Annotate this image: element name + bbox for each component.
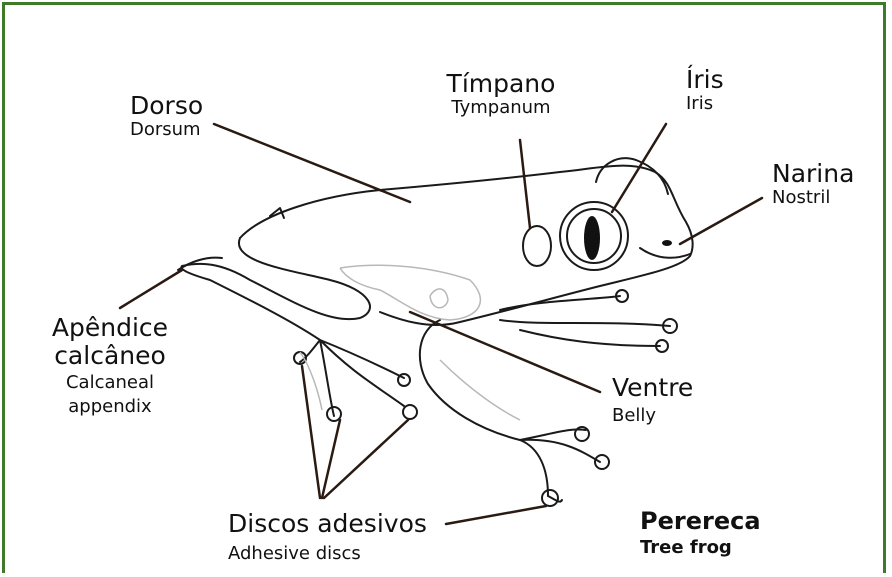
frog-nostril [662, 240, 672, 246]
leader-narina [680, 198, 762, 244]
label-narina-pt: Narina [772, 160, 854, 188]
leader-apendice [120, 270, 182, 308]
label-apendice-pt2: calcâneo [30, 342, 190, 370]
label-iris: Íris Iris [686, 66, 724, 113]
frog-front-arm [420, 320, 548, 496]
label-dorso-pt: Dorso [130, 92, 203, 120]
label-discos-pt: Discos adesivos [228, 510, 427, 538]
title-pt: Perereca [640, 508, 761, 534]
leader-dorso [214, 124, 410, 202]
label-iris-en: Iris [686, 94, 724, 114]
label-timpano-en: Tympanum [436, 98, 566, 118]
leader-ventre [410, 312, 600, 392]
frog-pupil [584, 216, 600, 260]
label-apendice-en2: appendix [30, 397, 190, 417]
label-ventre-en: Belly [612, 406, 693, 426]
label-apendice-en1: Calcaneal [30, 373, 190, 393]
label-ventre-pt: Ventre [612, 374, 693, 402]
frog-eye-bulge [596, 158, 668, 194]
frog-mouth [640, 248, 690, 258]
frog-other-hand [500, 296, 670, 346]
label-timpano: Tímpano Tympanum [436, 70, 566, 117]
label-apendice-pt1: Apêndice [30, 314, 190, 342]
label-dorso: Dorso Dorsum [130, 92, 203, 139]
leader-timpano [520, 140, 530, 228]
frog-front-foot [520, 429, 600, 501]
title-en: Tree frog [640, 538, 761, 558]
frog-hind-foot [300, 340, 404, 416]
frog-tympanum [523, 226, 551, 266]
label-apendice: Apêndice calcâneo Calcaneal appendix [30, 314, 190, 417]
diagram-title: Perereca Tree frog [640, 508, 761, 558]
label-ventre: Ventre Belly [612, 374, 693, 425]
label-discos: Discos adesivos Adhesive discs [228, 510, 427, 563]
leader-disco-4 [446, 506, 546, 524]
leader-iris [612, 124, 666, 212]
label-narina-en: Nostril [772, 188, 854, 208]
label-timpano-pt: Tímpano [436, 70, 566, 98]
label-discos-en: Adhesive discs [228, 544, 427, 564]
leader-disco-1 [302, 366, 320, 498]
label-narina: Narina Nostril [772, 160, 854, 207]
frog-hind-thigh [181, 238, 370, 340]
label-dorso-en: Dorsum [130, 120, 203, 140]
label-iris-pt: Íris [686, 66, 724, 94]
